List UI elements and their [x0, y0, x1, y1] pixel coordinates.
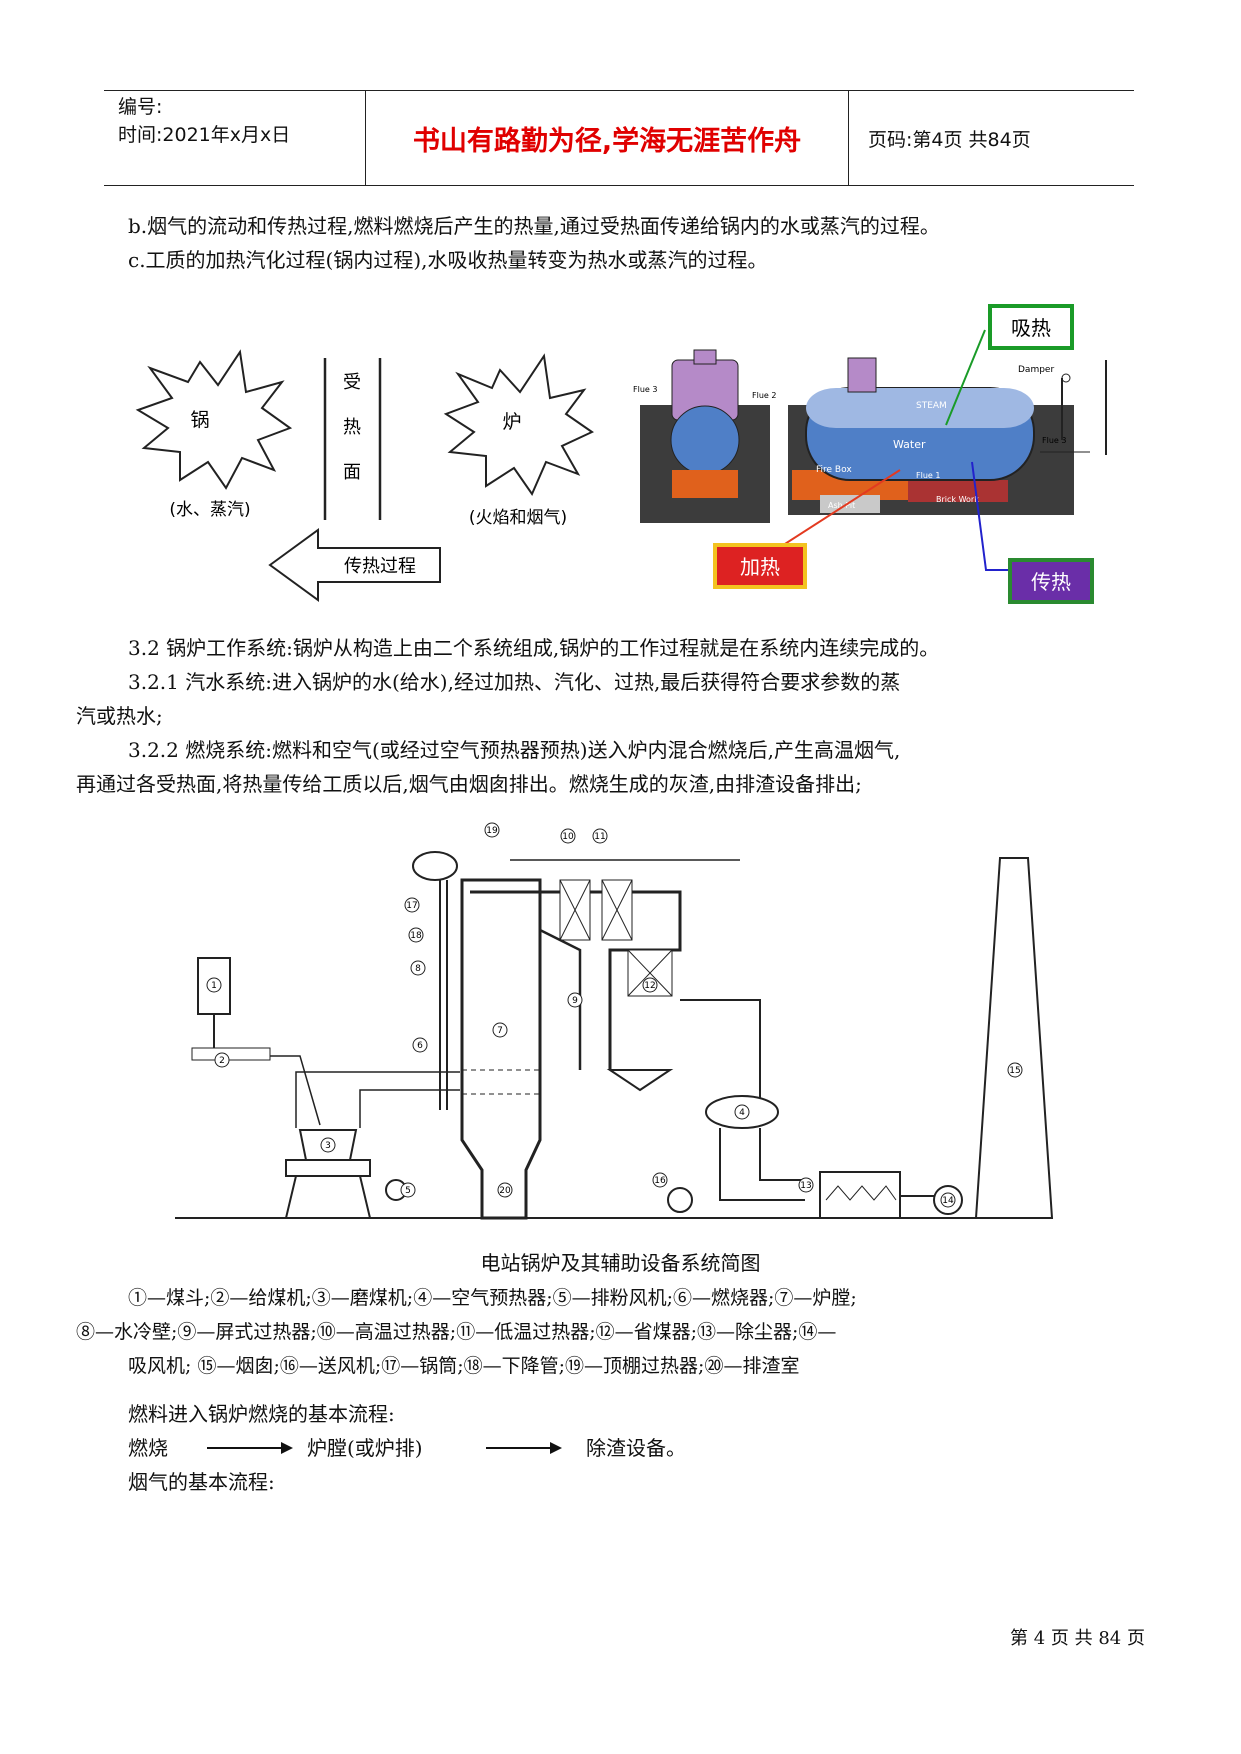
flue3-label: Flue 3	[633, 385, 657, 394]
guo-label: 锅	[190, 409, 209, 431]
lu-label: 炉	[502, 411, 521, 433]
boiler-concept-figure: 锅 (水、蒸汽) 受 热 面 炉 (火焰和烟气) 传热过程 Flue 3 Flu…	[135, 304, 1107, 604]
component-marker	[484, 822, 500, 838]
page-footer: 第 4 页 共 84 页	[1010, 1628, 1145, 1649]
component-marker	[410, 960, 426, 976]
flow-arrow-1	[207, 1442, 293, 1454]
header-page: 页码:第4页 共84页	[868, 128, 1031, 151]
component-number: 19	[486, 826, 498, 836]
component-marker	[400, 1182, 416, 1198]
lu-burst	[443, 353, 595, 497]
component-number: 16	[654, 1176, 666, 1186]
component-number: 11	[594, 832, 605, 842]
gas-flow-title: 烟气的基本流程:	[128, 1470, 275, 1494]
header-meta: 编号: 时间:2021年x月x日	[104, 91, 366, 185]
component-marker	[560, 828, 576, 844]
para-3-2-1b: 汽或热水;	[76, 704, 163, 728]
component-marker	[592, 828, 608, 844]
serial-label: 编号:	[118, 96, 163, 118]
component-number: 7	[497, 1026, 503, 1036]
component-marker	[652, 1172, 668, 1188]
ashpit-label: Ash Pit	[828, 501, 855, 510]
component-marker	[734, 1104, 750, 1120]
guo-burst	[135, 349, 293, 490]
component-number: 20	[499, 1186, 511, 1196]
legend-line-3: 吸风机; ⑮—烟囱;⑯—送风机;⑰—锅筒;⑱—下降管;⑲—顶棚过热器;⑳—排渣室	[128, 1355, 800, 1377]
para-3-2-1a: 3.2.1 汽水系统:进入锅炉的水(给水),经过加热、汽化、过热,最后获得符合要…	[128, 670, 901, 694]
transfer-label: 传热过程	[344, 556, 416, 577]
surface-char-3: 面	[343, 462, 361, 483]
component-number: 10	[562, 832, 574, 842]
flue2-label: Flue 2	[752, 391, 776, 400]
component-marker	[206, 977, 222, 993]
component-number: 5	[405, 1186, 411, 1196]
component-number: 8	[415, 964, 421, 974]
surface-char-2: 热	[343, 417, 361, 438]
component-marker	[642, 977, 658, 993]
component-marker	[1007, 1062, 1023, 1078]
component-marker	[567, 992, 583, 1008]
component-marker	[492, 1022, 508, 1038]
flow-step-1: 燃烧	[128, 1436, 168, 1460]
component-marker	[404, 897, 420, 913]
page-header: 编号: 时间:2021年x月x日 书山有路勤为径,学海无涯苦作舟 页码:第4页 …	[104, 90, 1134, 186]
absorb-label: 吸热	[1011, 316, 1051, 340]
flow-intro: 燃料进入锅炉燃烧的基本流程:	[128, 1402, 395, 1426]
water-label: Water	[893, 438, 926, 451]
component-number: 18	[410, 931, 422, 941]
damper-label: Damper	[1018, 365, 1054, 375]
flue-out-label: Flue 3	[1042, 436, 1066, 445]
guo-sublabel: (水、蒸汽)	[169, 500, 250, 520]
surface-char-1: 受	[343, 372, 361, 393]
steam-label: STEAM	[916, 401, 947, 411]
component-marker	[497, 1182, 513, 1198]
legend-line-1: ①—煤斗;②—给煤机;③—磨煤机;④—空气预热器;⑤—排粉风机;⑥—燃烧器;⑦—…	[128, 1287, 857, 1309]
para-b: b.烟气的流动和传热过程,燃料燃烧后产生的热量,通过受热面传递给锅内的水或蒸汽的…	[128, 214, 940, 238]
legend-line-2: ⑧—水冷壁;⑨—屏式过热器;⑩—高温过热器;⑪—低温过热器;⑫—省煤器;⑬—除尘…	[76, 1321, 837, 1343]
flue1-label: Flue 1	[916, 471, 940, 480]
transfer-arrow	[268, 528, 441, 602]
conduct-label: 传热	[1031, 570, 1071, 594]
component-number: 15	[1009, 1066, 1020, 1076]
lu-sublabel: (火焰和烟气)	[469, 508, 567, 528]
header-motto: 书山有路勤为径,学海无涯苦作舟	[366, 91, 849, 185]
brick-label: Brick Work	[936, 495, 979, 504]
firebox-label: Fire Box	[816, 465, 852, 475]
component-number: 1	[211, 981, 217, 991]
para-3-2-2b: 再通过各受热面,将热量传给工质以后,烟气由烟囱排出。燃烧生成的灰渣,由排渣设备排…	[76, 772, 862, 796]
para-3-2-2a: 3.2.2 燃烧系统:燃料和空气(或经过空气预热器预热)送入炉内混合燃烧后,产生…	[128, 738, 901, 762]
component-number: 3	[325, 1141, 331, 1151]
figure-caption: 电站锅炉及其辅助设备系统简图	[480, 1251, 761, 1275]
component-marker	[408, 927, 424, 943]
component-marker	[412, 1037, 428, 1053]
flow-step-2: 炉膛(或炉排)	[307, 1436, 423, 1460]
component-number: 13	[800, 1181, 811, 1191]
component-marker	[214, 1052, 230, 1068]
component-number: 4	[739, 1108, 745, 1118]
component-marker	[320, 1137, 336, 1153]
para-3-2: 3.2 锅炉工作系统:锅炉从构造上由二个系统组成,锅炉的工作过程就是在系统内连续…	[128, 636, 940, 660]
component-number: 6	[417, 1041, 423, 1051]
heating-label: 加热	[740, 555, 780, 579]
component-number: 9	[572, 996, 578, 1006]
component-number: 17	[406, 901, 417, 911]
component-number: 14	[942, 1196, 954, 1206]
date-label: 时间:2021年x月x日	[118, 124, 291, 146]
flow-step-3: 除渣设备。	[586, 1436, 686, 1460]
para-c: c.工质的加热汽化过程(锅内过程),水吸收热量转变为热水或蒸汽的过程。	[128, 248, 768, 272]
flow-arrow-2	[486, 1442, 562, 1454]
component-marker	[798, 1177, 814, 1193]
component-number: 2	[219, 1056, 225, 1066]
component-marker	[940, 1192, 956, 1208]
component-number: 12	[644, 981, 655, 991]
